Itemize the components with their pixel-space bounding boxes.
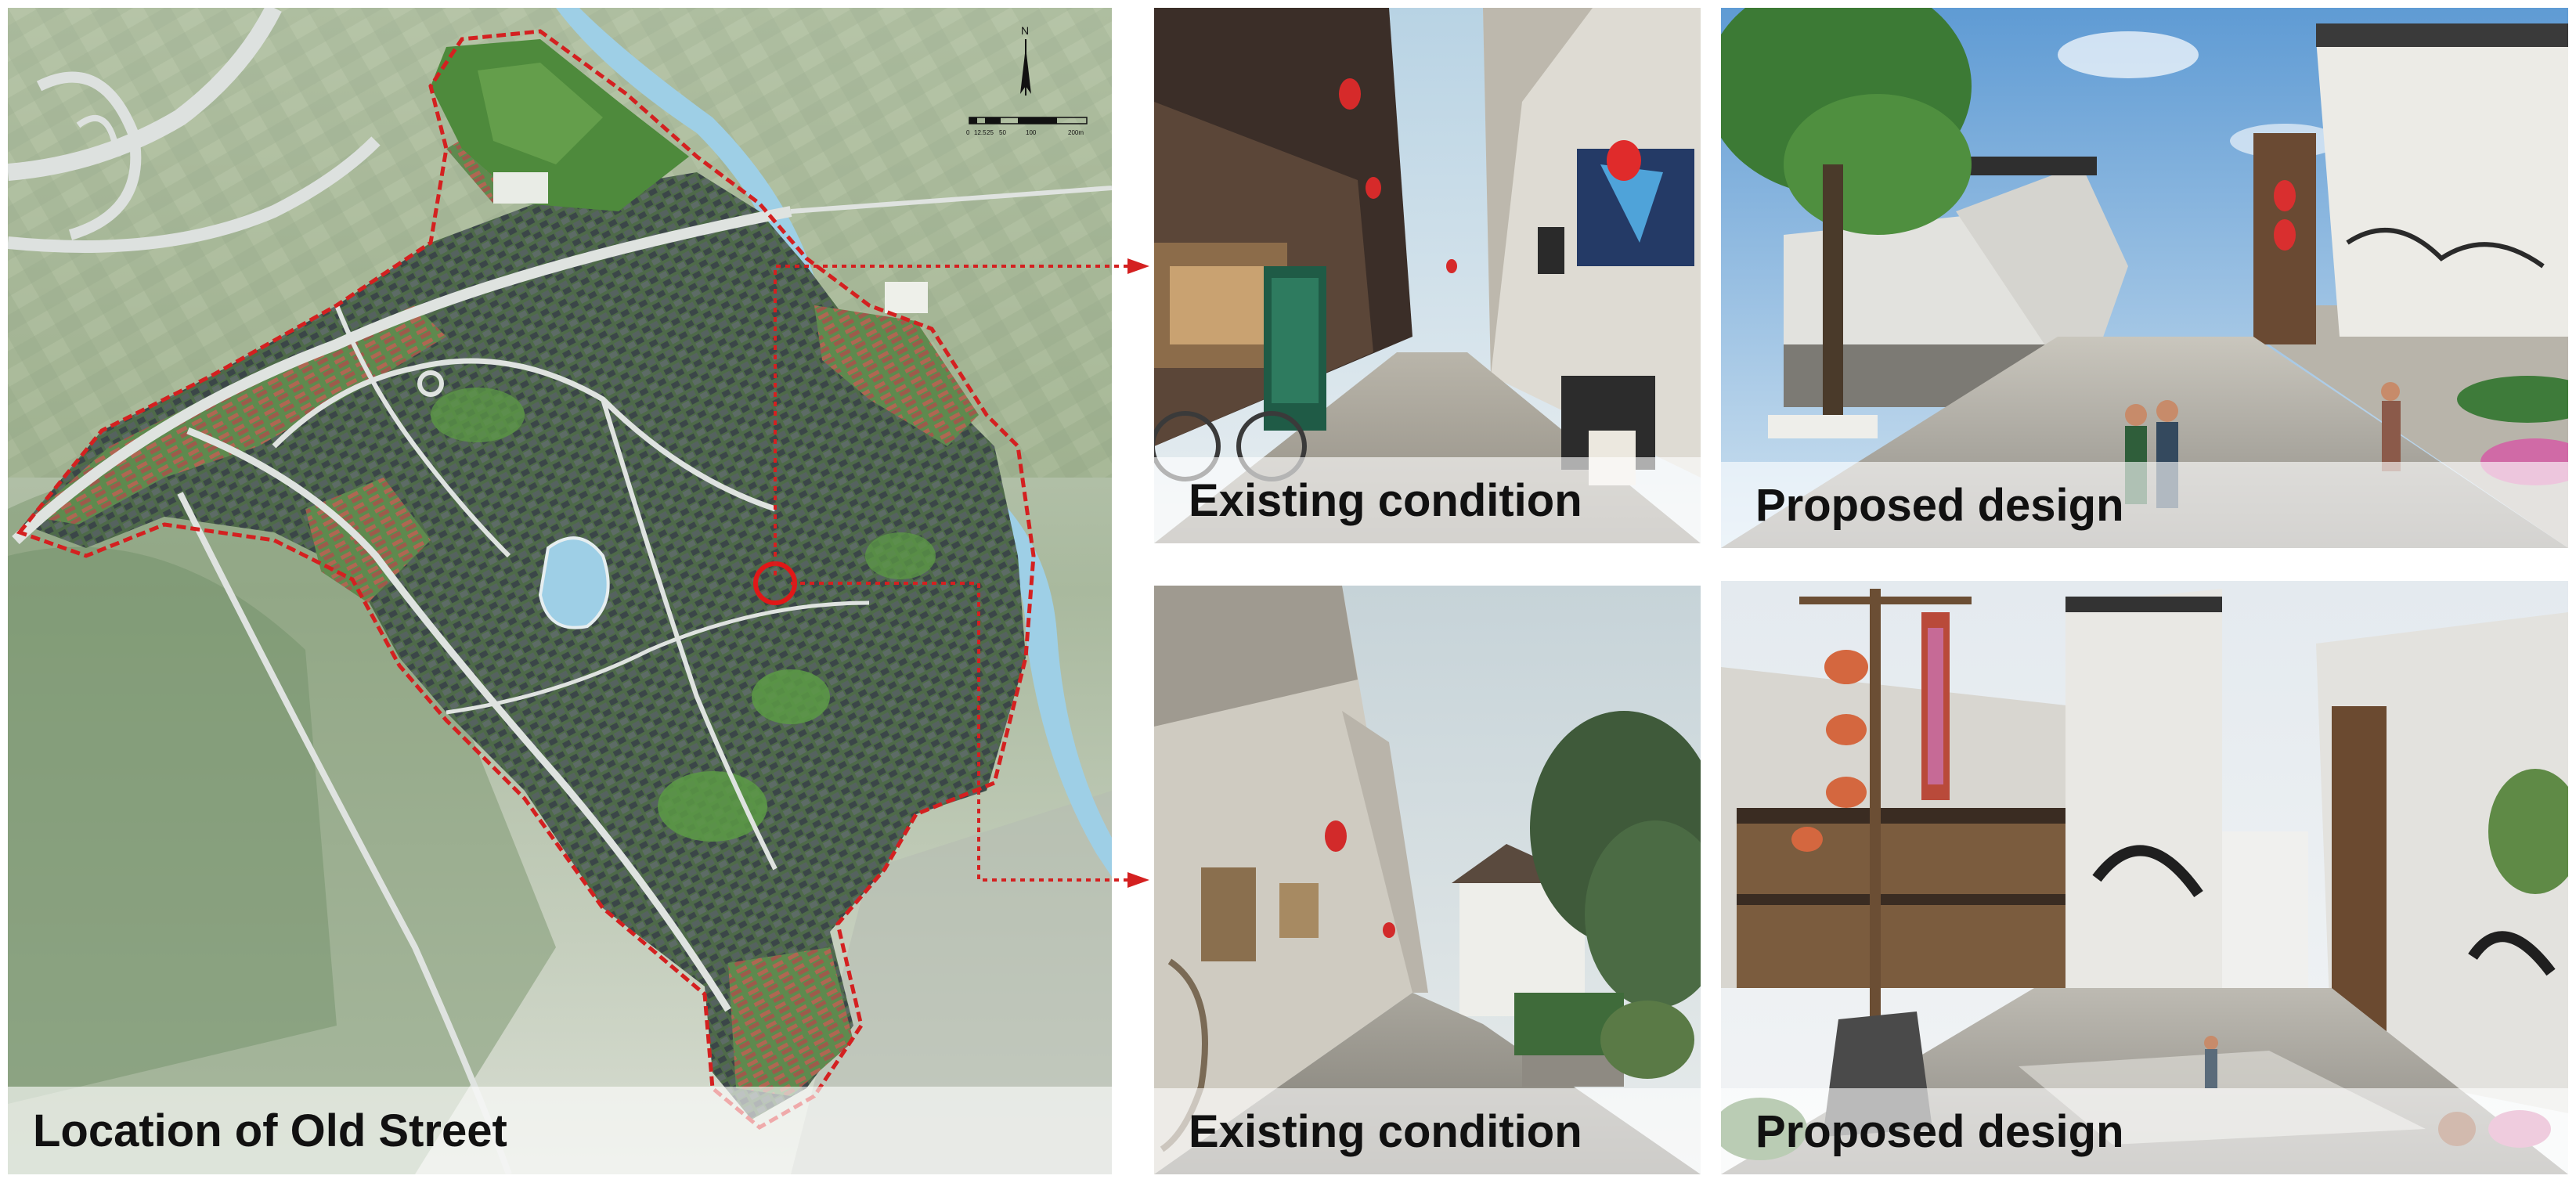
proposed-street-rendering [1721,8,2568,548]
scale-tick: 100 [1026,129,1037,136]
existing-lane-photo [1154,586,1701,1174]
photo-proposed-bottom: Proposed design [1721,581,2568,1174]
existing-alley-photo [1154,8,1701,543]
arrowhead-icon [1127,258,1149,274]
photo-caption: Existing condition [1154,1088,1701,1174]
scale-bar [969,117,1088,124]
scale-tick: 12.5 [974,129,987,136]
proposed-plaza-rendering [1721,581,2568,1174]
site-map-panel: N 0 12.5 25 50 100 200m Location of Old … [8,8,1112,1174]
scale-tick: 25 [987,129,994,136]
photo-existing-bottom: Existing condition [1154,586,1701,1174]
photo-proposed-top: Proposed design [1721,8,2568,548]
map-caption: Location of Old Street [8,1087,1112,1174]
photo-caption: Proposed design [1721,1088,2568,1174]
photo-caption: Existing condition [1154,457,1701,543]
scale-tick: 200m [1068,129,1084,136]
north-label: N [1021,24,1029,37]
north-arrow-icon [1020,39,1031,96]
arrowhead-icon [1127,872,1149,888]
scale-tick: 0 [966,129,970,136]
scale-tick: 50 [999,129,1006,136]
site-plan-map: N 0 12.5 25 50 100 200m [8,8,1112,1174]
photo-caption: Proposed design [1721,462,2568,548]
photo-existing-top: Existing condition [1154,8,1701,543]
